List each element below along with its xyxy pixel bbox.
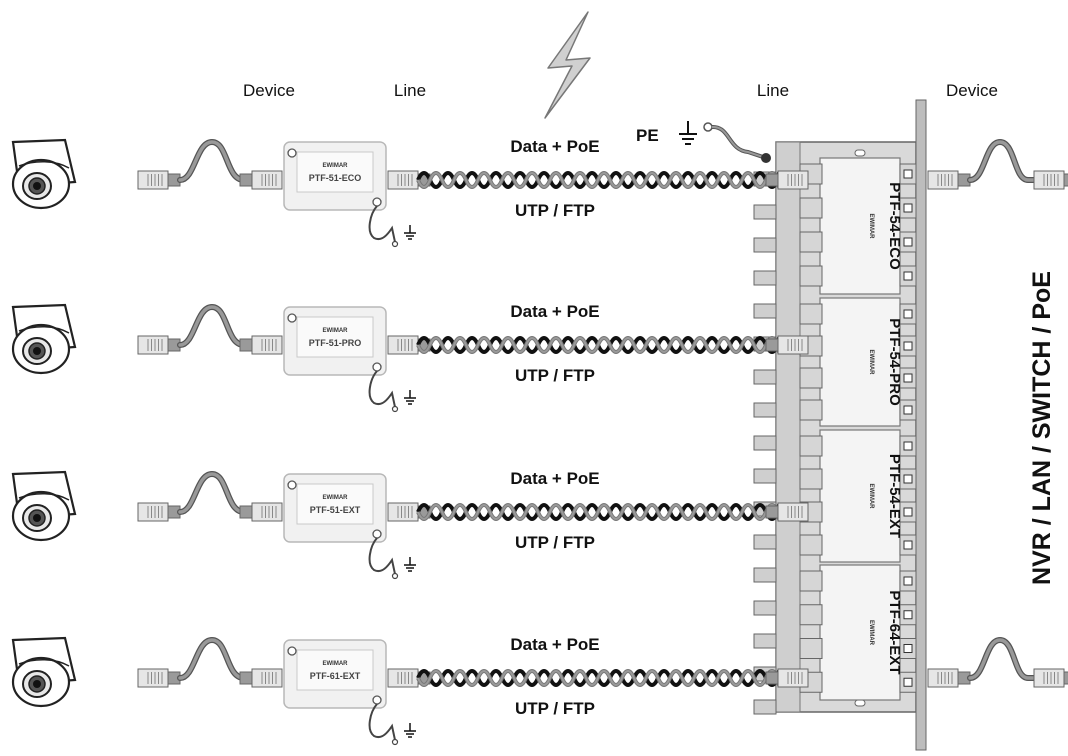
panel-module-label: PTF-54-EXT — [886, 454, 903, 538]
rj45-plug-icon — [239, 668, 283, 688]
cable-label-utp-ftp: UTP / FTP — [515, 699, 595, 718]
panel-port — [753, 369, 777, 385]
rj45-plug-icon — [137, 170, 181, 190]
ground-icon — [679, 121, 697, 145]
rj45-plug-icon — [1033, 668, 1068, 688]
panel-port — [753, 534, 777, 550]
panel-port — [753, 633, 777, 649]
patch-panel: PTF-54-ECOEWIMARPTF-54-PROEWIMARPTF-54-E… — [753, 99, 927, 751]
module-label: PTF-61-EXT — [310, 671, 361, 681]
dome-camera-icon — [11, 636, 77, 708]
dome-camera-icon — [11, 303, 77, 375]
ptf-module: EWIMAR PTF-51-PRO — [283, 306, 416, 413]
header-line-right: Line — [757, 81, 789, 100]
nvr-lan-switch-poe-label: NVR / LAN / SWITCH / PoE — [1028, 271, 1056, 585]
panel-module-brand: EWIMAR — [868, 350, 874, 376]
cable-label-data-poe: Data + PoE — [510, 635, 599, 654]
panel-port — [753, 600, 777, 616]
panel-port — [753, 303, 777, 319]
panel-port — [753, 468, 777, 484]
protection-row: EWIMAR PTF-51-EXT Data + PoE UTP / FTP — [11, 469, 809, 580]
header-device-left: Device — [243, 81, 295, 100]
ptf-module: EWIMAR PTF-61-EXT — [283, 639, 416, 746]
rj45-plug-icon — [137, 335, 181, 355]
module-brand: EWIMAR — [323, 661, 349, 667]
cable-label-utp-ftp: UTP / FTP — [515, 201, 595, 220]
rj45-plug-icon — [239, 502, 283, 522]
rj45-plug-icon — [239, 170, 283, 190]
panel-module-label: PTF-54-PRO — [886, 318, 903, 406]
cable-label-data-poe: Data + PoE — [510, 137, 599, 156]
module-brand: EWIMAR — [323, 163, 349, 169]
module-label: PTF-51-PRO — [309, 338, 362, 348]
panel-port — [753, 699, 777, 715]
panel-module: PTF-54-PRO EWIMAR — [799, 297, 917, 427]
device-cable-right — [927, 138, 1068, 190]
panel-port — [753, 204, 777, 220]
ptf-module: EWIMAR PTF-51-ECO — [283, 141, 416, 248]
panel-module-label: PTF-64-EXT — [886, 590, 903, 674]
ground-icon — [404, 723, 416, 738]
cable-label-utp-ftp: UTP / FTP — [515, 366, 595, 385]
cable-label-data-poe: Data + PoE — [510, 469, 599, 488]
rj45-plug-icon — [239, 335, 283, 355]
module-brand: EWIMAR — [323, 495, 349, 501]
panel-module-label: PTF-54-ECO — [886, 182, 903, 270]
panel-module: PTF-54-ECO EWIMAR — [799, 157, 917, 295]
protection-row: EWIMAR PTF-51-ECO Data + PoE UTP / FTP — [11, 137, 809, 248]
pe-ground-wire — [703, 122, 767, 160]
dome-camera-icon — [11, 470, 77, 542]
panel-port — [753, 237, 777, 253]
rj45-plug-icon — [927, 668, 971, 688]
rj45-plug-icon — [137, 502, 181, 522]
rj45-plug-icon — [765, 170, 809, 190]
panel-port — [753, 402, 777, 418]
panel-module-brand: EWIMAR — [868, 484, 874, 510]
ground-icon — [404, 225, 416, 240]
ground-icon — [404, 390, 416, 405]
rj45-plug-icon — [137, 668, 181, 688]
cable-label-data-poe: Data + PoE — [510, 302, 599, 321]
device-cable-right — [927, 636, 1068, 688]
rj45-plug-icon — [765, 502, 809, 522]
panel-module-brand: EWIMAR — [868, 620, 874, 646]
ground-icon — [404, 557, 416, 572]
header-line-left: Line — [394, 81, 426, 100]
rj45-plug-icon — [765, 335, 809, 355]
header-device-right: Device — [946, 81, 998, 100]
panel-module-brand: EWIMAR — [868, 214, 874, 240]
lightning-icon — [544, 11, 591, 119]
rj45-plug-icon — [765, 668, 809, 688]
module-brand: EWIMAR — [323, 328, 349, 334]
module-label: PTF-51-EXT — [310, 505, 361, 515]
panel-port — [753, 435, 777, 451]
module-label: PTF-51-ECO — [309, 173, 362, 183]
pe-label: PE — [636, 126, 659, 145]
rj45-plug-icon — [927, 170, 971, 190]
panel-port — [753, 567, 777, 583]
cable-label-utp-ftp: UTP / FTP — [515, 533, 595, 552]
dome-camera-icon — [11, 138, 77, 210]
panel-port — [753, 270, 777, 286]
panel-module: PTF-64-EXT EWIMAR — [799, 564, 917, 701]
panel-module: PTF-54-EXT EWIMAR — [799, 429, 917, 563]
protection-row: EWIMAR PTF-51-PRO Data + PoE UTP / FTP — [11, 302, 809, 413]
protection-row: EWIMAR PTF-61-EXT Data + PoE UTP / FTP — [11, 635, 809, 746]
rj45-plug-icon — [1033, 170, 1068, 190]
ptf-module: EWIMAR PTF-51-EXT — [283, 473, 416, 580]
